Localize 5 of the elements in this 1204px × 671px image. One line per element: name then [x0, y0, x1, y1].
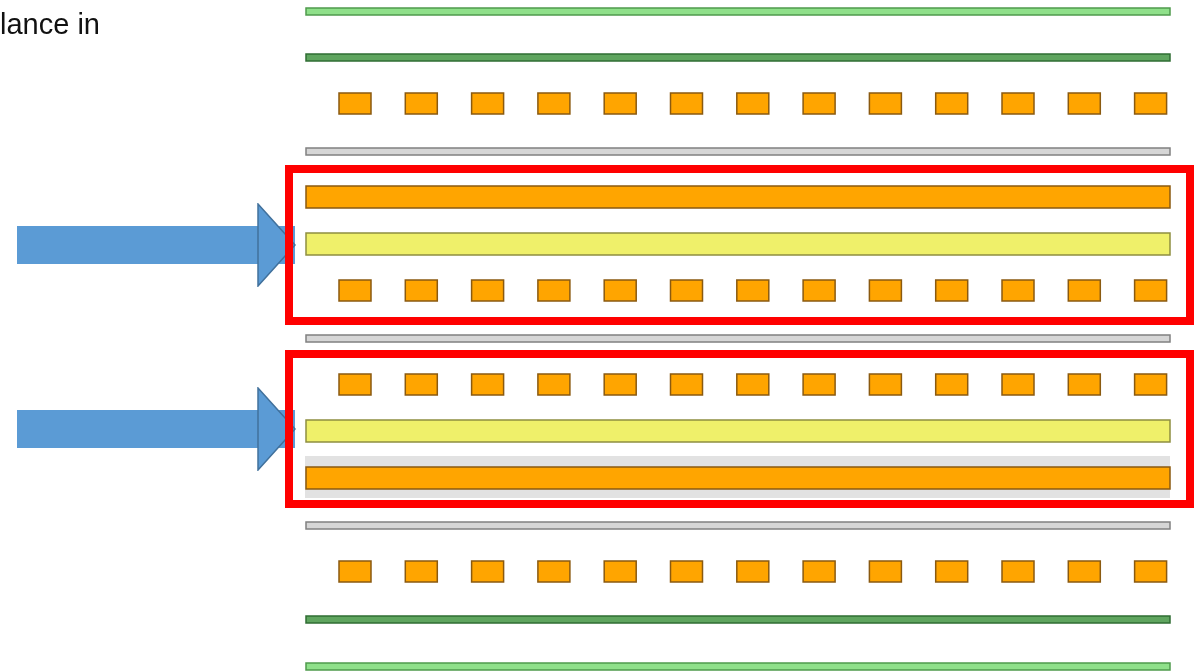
heading-text: lance in [0, 8, 100, 41]
block-arrow [17, 387, 296, 471]
highlight-frame [285, 350, 1194, 508]
block-arrow [17, 203, 296, 287]
highlight-frame [285, 165, 1194, 325]
